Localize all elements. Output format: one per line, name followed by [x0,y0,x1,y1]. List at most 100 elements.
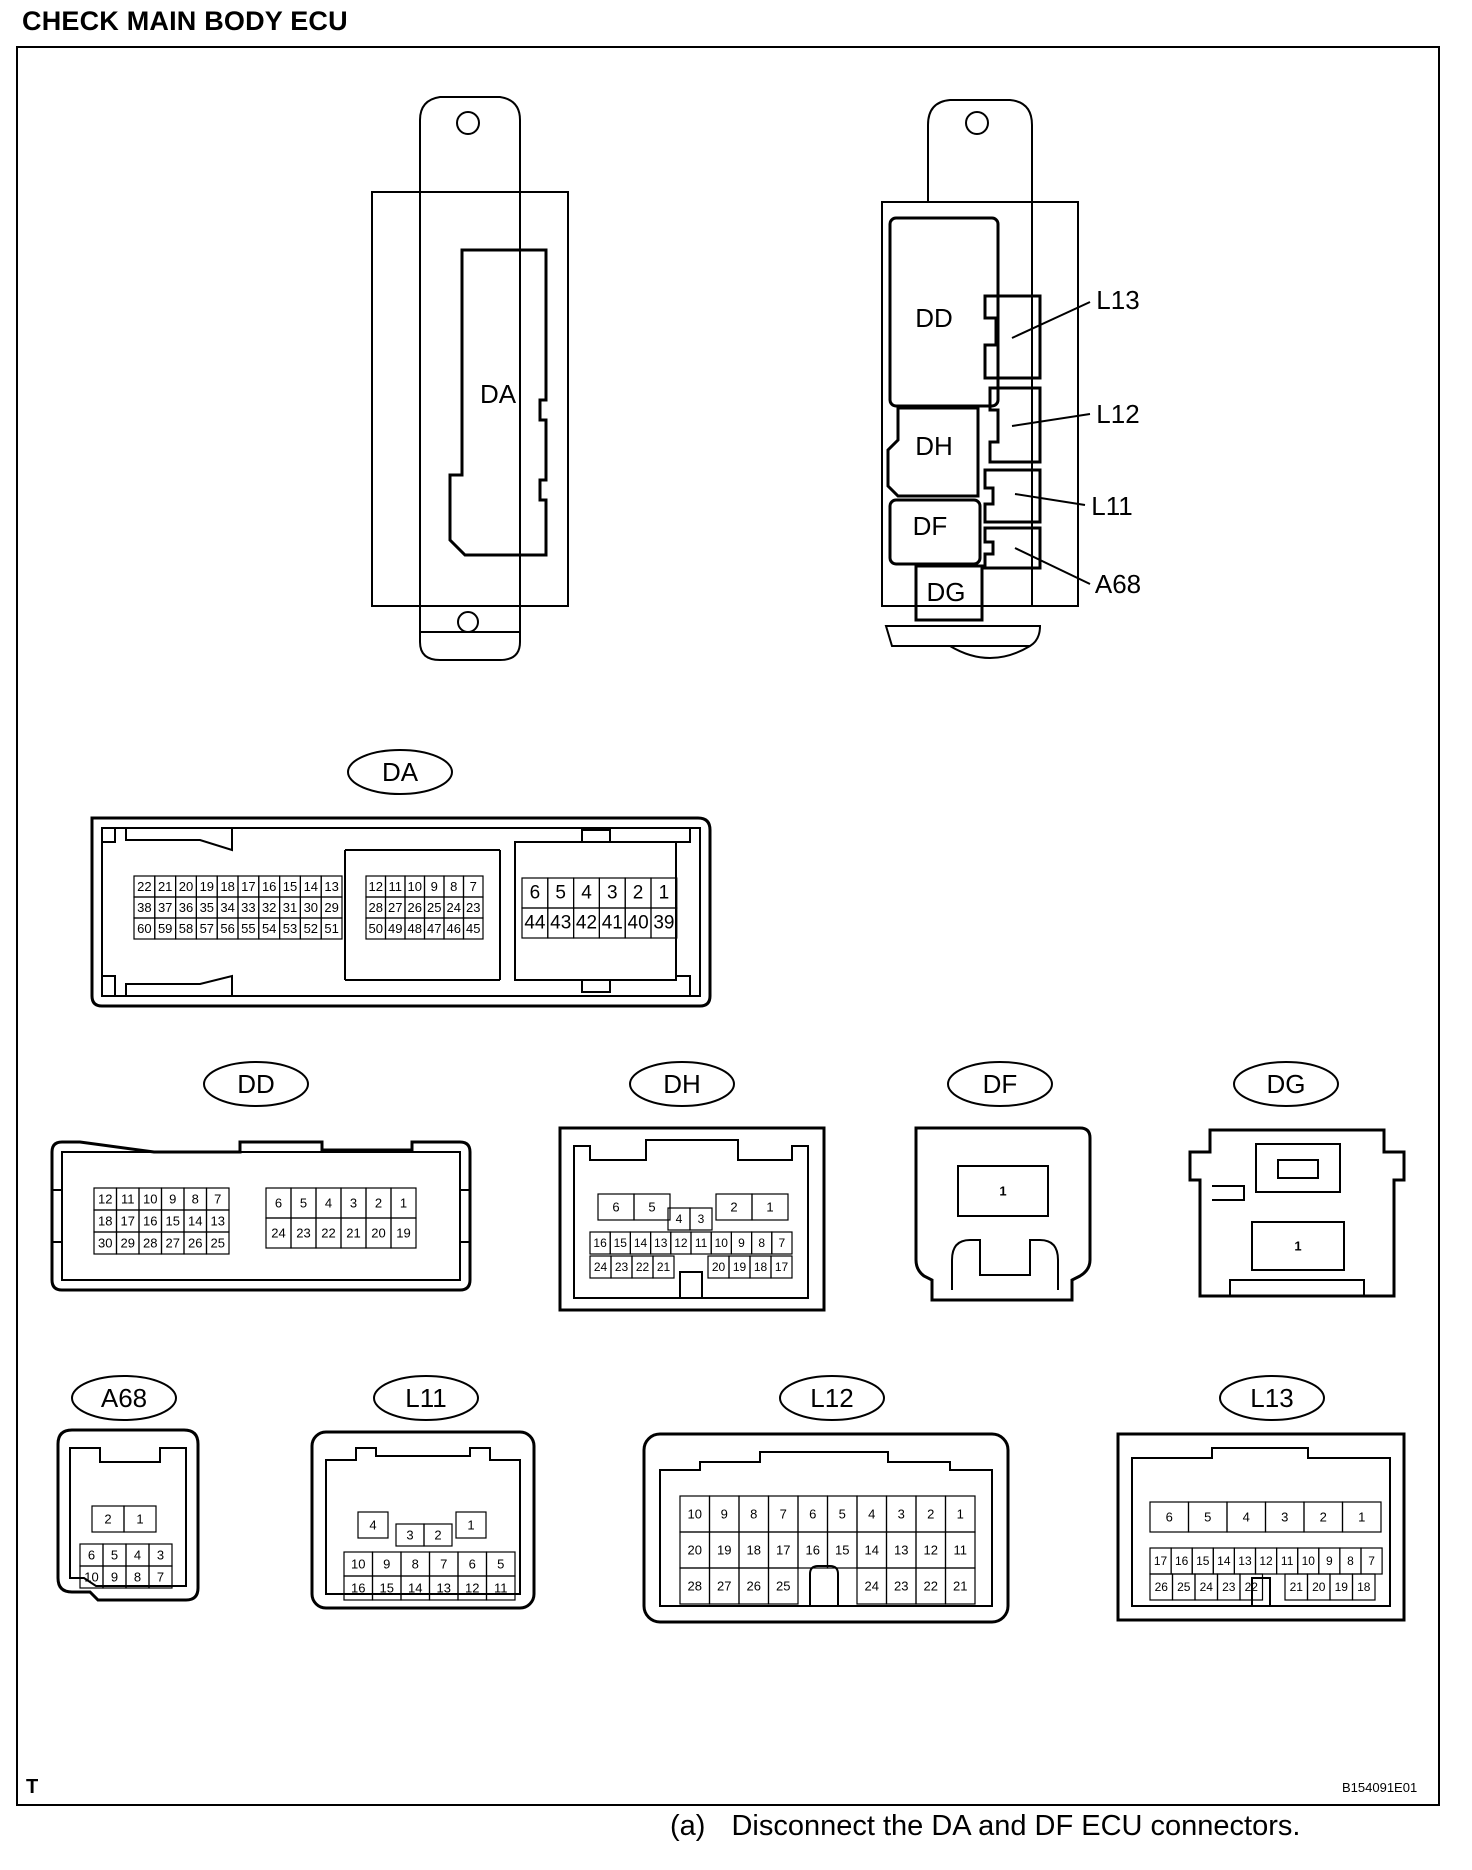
front-label-dd: DD [915,303,953,333]
pin: 12 [924,1543,938,1558]
callout-l11: L11 [1091,491,1132,521]
pin: 22 [321,1226,335,1241]
pin: 16 [262,879,276,894]
pin: 13 [324,879,338,894]
pin: 36 [179,900,193,915]
pin: 15 [283,879,297,894]
pin: 1 [136,1512,143,1527]
pin: 17 [776,1543,790,1558]
pin: 10 [715,1236,729,1250]
pin: 5 [555,883,566,904]
df-front-outline [888,498,982,566]
pin: 2 [927,1507,934,1522]
instruction-step: (a)Disconnect the DA and DF ECU connecto… [670,1810,1300,1843]
pin: 7 [470,879,477,894]
pin: 12 [674,1236,688,1250]
pin: 52 [304,921,318,936]
pin: 38 [137,900,151,915]
pin: 6 [469,1557,476,1572]
connector-name: DA [382,757,419,787]
pin: 3 [406,1528,413,1543]
connector-name: L11 [405,1383,446,1413]
pin: 22 [636,1260,650,1274]
pin: 10 [351,1557,365,1572]
callout-a68: A68 [1095,569,1141,599]
pin: 18 [1357,1580,1371,1594]
pin: 22 [924,1579,938,1594]
pin: 1 [1358,1510,1365,1525]
pin: 11 [121,1192,135,1207]
pin: 12 [465,1581,479,1596]
pin: 8 [1347,1554,1354,1568]
pin: 9 [111,1570,118,1585]
pin: 31 [283,900,297,915]
pin: 22 [137,879,151,894]
pin: 26 [408,900,422,915]
pin: 48 [408,921,422,936]
pin: 44 [524,913,546,934]
pin: 7 [157,1570,164,1585]
pin: 21 [657,1260,671,1274]
pin: 23 [615,1260,629,1274]
dd-front-outline [888,216,1000,408]
pin: 6 [275,1196,282,1211]
page-title: CHECK MAIN BODY ECU [22,6,348,36]
pin: 24 [271,1226,285,1241]
pin: 11 [494,1581,508,1596]
pin: 11 [389,879,403,894]
dg-front-outline [914,564,984,622]
dh-front-outline [886,406,980,498]
pin: 14 [304,879,318,894]
pin: 50 [369,921,383,936]
pin: 23 [466,900,480,915]
pin: 5 [111,1548,118,1563]
front-label-dh: DH [915,431,953,461]
pin: 25 [1177,1580,1191,1594]
pin: 18 [98,1214,112,1229]
connector-tag-l12: L12 [779,1375,885,1421]
pin: 13 [894,1543,908,1558]
pin: 16 [143,1214,157,1229]
pin: 3 [698,1212,705,1226]
pin: 8 [450,879,457,894]
pin: 2 [633,883,644,904]
connector-tag-da: DA [347,749,453,795]
pin: 14 [1217,1554,1231,1568]
pin: 29 [324,900,338,915]
pin: 26 [188,1236,202,1251]
pin: 23 [1222,1580,1236,1594]
pin: 3 [1281,1510,1288,1525]
pin: 18 [747,1543,761,1558]
l11-front-outline [983,468,1042,524]
pin: 19 [733,1260,747,1274]
pin: 6 [530,883,541,904]
pin: 24 [1200,1580,1214,1594]
pin: 19 [200,879,214,894]
pin: 6 [88,1548,95,1563]
pin: 32 [262,900,276,915]
pin: 9 [1326,1554,1333,1568]
pin: 3 [157,1548,164,1563]
pin: 2 [730,1200,737,1215]
pin: 40 [628,913,649,934]
connector-name: DH [663,1069,701,1099]
rear-label-da: DA [480,379,517,409]
pin: 16 [1175,1554,1189,1568]
pin: 1 [957,1507,964,1522]
pin: 14 [865,1543,879,1558]
dd-connector [50,1140,472,1292]
pin: 14 [408,1581,422,1596]
pin: 5 [1204,1510,1211,1525]
pin: 9 [721,1507,728,1522]
pin: 25 [211,1236,225,1251]
pin: 16 [806,1543,820,1558]
pin: 17 [775,1260,789,1274]
